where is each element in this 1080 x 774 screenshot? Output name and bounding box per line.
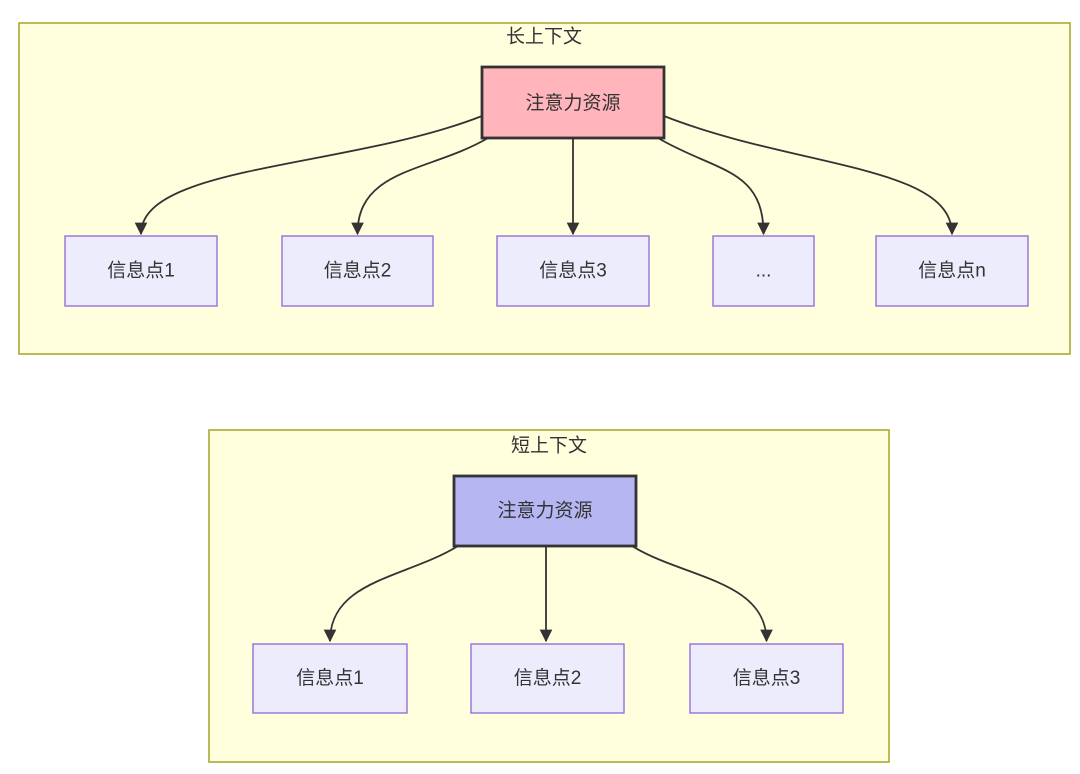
edge-short-to-info1 [323, 545, 459, 643]
short-info-node-2-label: 信息点2 [514, 667, 582, 689]
short-attention-node: 注意力资源 [452, 474, 638, 548]
edge-long-to-info2 [351, 137, 489, 236]
long-info-node-ellipsis-bg [712, 235, 815, 307]
long-info-node-3: 信息点3 [496, 235, 650, 307]
long-info-node-2: 信息点2 [281, 235, 434, 307]
edge-short-to-info3 [631, 545, 773, 643]
short-info-node-2: 信息点2 [470, 643, 625, 714]
long-context-title: 长上下文 [506, 26, 582, 48]
long-info-node-2-bg [281, 235, 434, 307]
long-info-node-1-bg [64, 235, 218, 307]
short-context-panel: 短上下文 注意力资源 信息点1 信息点2 信息点3 [208, 429, 890, 763]
long-info-node-n-label: 信息点n [918, 260, 986, 282]
long-info-node-3-bg [496, 235, 650, 307]
long-info-node-1: 信息点1 [64, 235, 218, 307]
long-info-node-1-label: 信息点1 [107, 260, 175, 282]
short-info-node-3: 信息点3 [689, 643, 844, 714]
edge-long-to-ellipsis [657, 137, 770, 236]
short-info-node-1-bg [252, 643, 408, 714]
long-info-node-ellipsis-label: ... [756, 261, 772, 282]
edge-long-to-infon [663, 115, 959, 236]
long-attention-node-bg [480, 65, 666, 140]
edge-long-to-info1 [134, 115, 483, 236]
short-info-node-2-bg [470, 643, 625, 714]
long-info-node-2-label: 信息点2 [324, 260, 392, 282]
short-info-node-1-label: 信息点1 [296, 667, 364, 689]
long-info-node-3-label: 信息点3 [539, 260, 607, 282]
long-info-node-ellipsis: ... [712, 235, 815, 307]
short-attention-node-bg [452, 474, 638, 548]
short-context-title: 短上下文 [511, 435, 587, 457]
long-attention-node-label: 注意力资源 [525, 92, 620, 114]
short-attention-node-label: 注意力资源 [497, 500, 592, 522]
short-info-node-1: 信息点1 [252, 643, 408, 714]
short-info-node-3-label: 信息点3 [733, 667, 801, 689]
long-info-node-n-bg [875, 235, 1029, 307]
long-info-node-n: 信息点n [875, 235, 1029, 307]
long-context-panel: 长上下文 注意力资源 信息点1 信息点2 信息点3 ... [18, 22, 1071, 355]
long-attention-node: 注意力资源 [480, 65, 666, 140]
short-info-node-3-bg [689, 643, 844, 714]
